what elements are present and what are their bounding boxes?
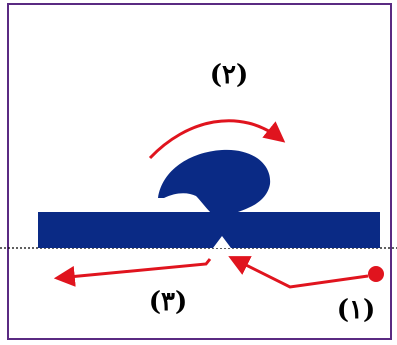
arrow-1-dot: [368, 266, 384, 282]
arrow-3: [53, 258, 212, 287]
label-step-2: (٢): [210, 60, 249, 90]
label-step-3: (٣): [149, 287, 188, 317]
arrow-2: [148, 119, 286, 160]
bar-notch: [213, 236, 231, 248]
frame-border: [7, 3, 392, 340]
arrow-1: [228, 256, 369, 289]
horizontal-bar: [38, 212, 380, 248]
curl-lobe: [158, 149, 271, 214]
label-step-1: (١): [337, 295, 376, 325]
